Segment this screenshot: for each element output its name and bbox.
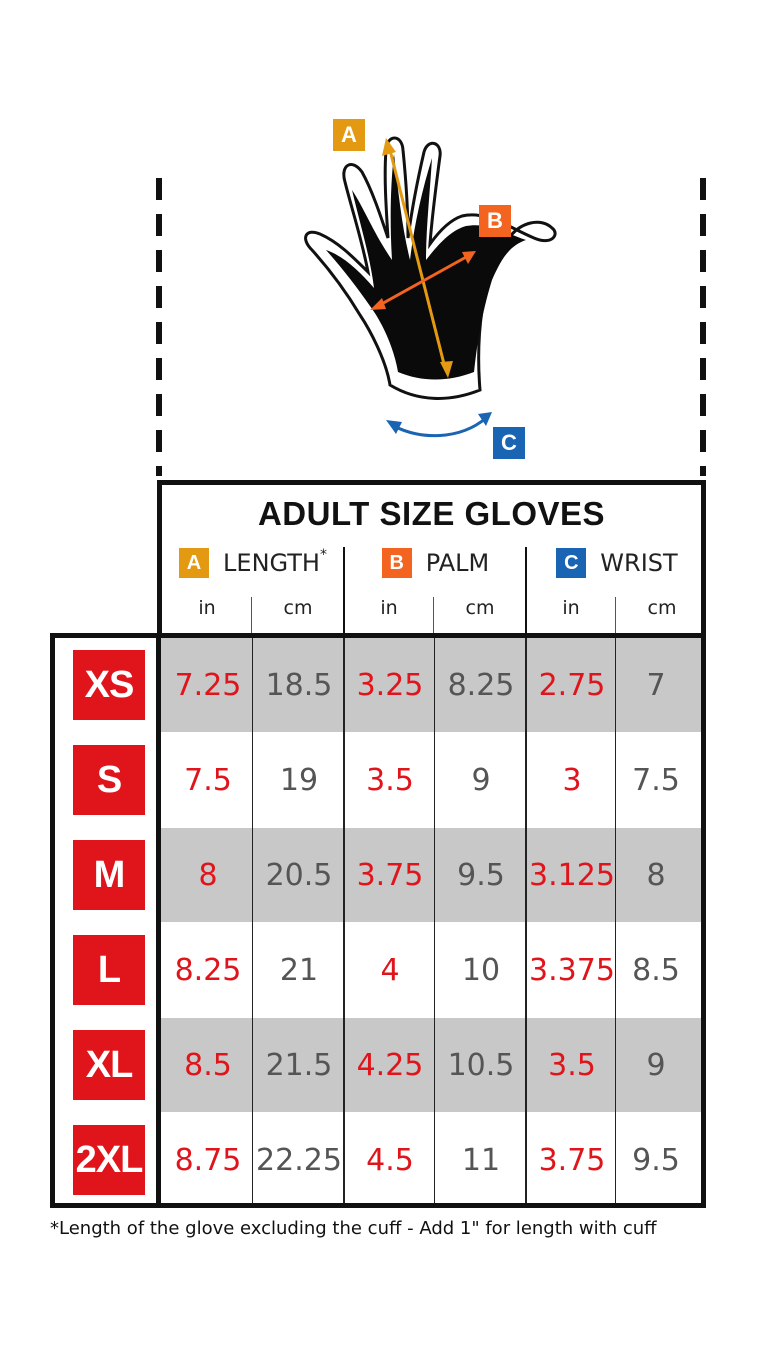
unit-wrist-in: in	[562, 597, 580, 619]
palm-cm-cell: 9.5	[457, 857, 505, 893]
palm-cm-cell: 8.25	[447, 667, 515, 703]
palm-label: PALM	[425, 549, 490, 577]
group-wrist: C WRIST	[527, 545, 707, 581]
wrist-in-cell: 3	[562, 762, 582, 798]
palm-in-cell: 3.25	[356, 667, 424, 703]
unit-palm-cm: cm	[465, 597, 495, 619]
column-divider	[525, 638, 527, 1203]
size-badge: M	[73, 840, 145, 910]
page-title: ADULT SIZE GLOVES	[257, 495, 606, 532]
length-in-cell: 8.5	[184, 1047, 232, 1083]
wrist-cm-cell: 9.5	[632, 1142, 680, 1178]
wrist-in-cell: 3.75	[538, 1142, 606, 1178]
palm-cm-cell: 10	[461, 952, 501, 988]
wrist-cm-cell: 7.5	[632, 762, 680, 798]
wrist-in-cell: 3.375	[529, 952, 615, 988]
palm-in-cell: 3.5	[366, 762, 414, 798]
size-badge: L	[73, 935, 145, 1005]
glove-icon	[304, 136, 557, 438]
column-divider	[434, 638, 435, 1203]
size-badge: XS	[73, 650, 145, 720]
length-in-cell: 8.75	[174, 1142, 242, 1178]
length-letter-badge: A	[179, 548, 210, 578]
unit-length-cm: cm	[283, 597, 313, 619]
length-label: LENGTH	[223, 549, 320, 577]
length-in-cell: 7.25	[174, 667, 242, 703]
left-dashed-guide	[156, 178, 162, 476]
length-cm-cell: 21	[279, 952, 319, 988]
length-in-cell: 8	[198, 857, 218, 893]
column-divider	[252, 638, 253, 1203]
palm-cm-cell: 9	[471, 762, 491, 798]
wrist-cm-cell: 8.5	[632, 952, 680, 988]
group-divider-1	[343, 547, 345, 640]
palm-in-cell: 4	[380, 952, 400, 988]
unit-divider-2	[433, 597, 434, 640]
unit-palm-in: in	[380, 597, 398, 619]
column-divider	[615, 638, 616, 1203]
palm-in-cell: 4.5	[366, 1142, 414, 1178]
table-row: XL 8.5 21.5 4.25 10.5 3.5 9	[55, 1018, 701, 1112]
length-in-cell: 7.5	[184, 762, 232, 798]
unit-divider-3	[615, 597, 616, 640]
table-header: ADULT SIZE GLOVES A LENGTH* B PALM C WRI…	[157, 480, 707, 640]
wrist-letter-badge: C	[556, 548, 587, 578]
palm-cm-cell: 11	[461, 1142, 501, 1178]
tag-b: B	[479, 205, 511, 237]
wrist-cm-cell: 9	[646, 1047, 666, 1083]
palm-in-cell: 4.25	[356, 1047, 424, 1083]
column-divider	[343, 638, 345, 1203]
group-palm: B PALM	[345, 545, 526, 581]
wrist-in-cell: 2.75	[538, 667, 606, 703]
wrist-cm-cell: 7	[646, 667, 666, 703]
length-cm-cell: 21.5	[265, 1047, 333, 1083]
glove-diagram: A B C	[290, 110, 570, 470]
palm-in-cell: 3.75	[356, 857, 424, 893]
size-table: XS 7.25 18.5 3.25 8.25 2.75 7 S 7.5 19 3…	[50, 633, 706, 1208]
unit-wrist-cm: cm	[647, 597, 677, 619]
tag-c: C	[493, 427, 525, 459]
size-badge: XL	[73, 1030, 145, 1100]
footnote: *Length of the glove excluding the cuff …	[50, 1218, 657, 1239]
table-row: XS 7.25 18.5 3.25 8.25 2.75 7	[55, 638, 701, 732]
unit-length-in: in	[198, 597, 216, 619]
unit-divider-1	[251, 597, 252, 640]
right-dashed-guide	[700, 178, 706, 476]
tag-a: A	[333, 119, 365, 151]
length-cm-cell: 22.25	[256, 1142, 342, 1178]
size-badge: 2XL	[73, 1125, 145, 1195]
table-row: S 7.5 19 3.5 9 3 7.5	[55, 733, 701, 827]
table-row: M 8 20.5 3.75 9.5 3.125 8	[55, 828, 701, 922]
size-badge: S	[73, 745, 145, 815]
length-in-cell: 8.25	[174, 952, 242, 988]
length-cm-cell: 20.5	[265, 857, 333, 893]
palm-letter-badge: B	[381, 548, 412, 578]
table-row: L 8.25 21 4 10 3.375 8.5	[55, 923, 701, 1017]
wrist-in-cell: 3.125	[529, 857, 615, 893]
group-divider-2	[525, 547, 527, 640]
table-row: 2XL 8.75 22.25 4.5 11 3.75 9.5	[55, 1113, 701, 1207]
length-footnote-mark: *	[319, 547, 327, 563]
size-column-divider	[156, 638, 161, 1203]
wrist-label: WRIST	[600, 549, 678, 577]
wrist-in-cell: 3.5	[548, 1047, 596, 1083]
palm-cm-cell: 10.5	[447, 1047, 515, 1083]
length-cm-cell: 18.5	[265, 667, 333, 703]
wrist-cm-cell: 8	[646, 857, 666, 893]
length-cm-cell: 19	[279, 762, 319, 798]
group-length: A LENGTH*	[162, 545, 344, 581]
